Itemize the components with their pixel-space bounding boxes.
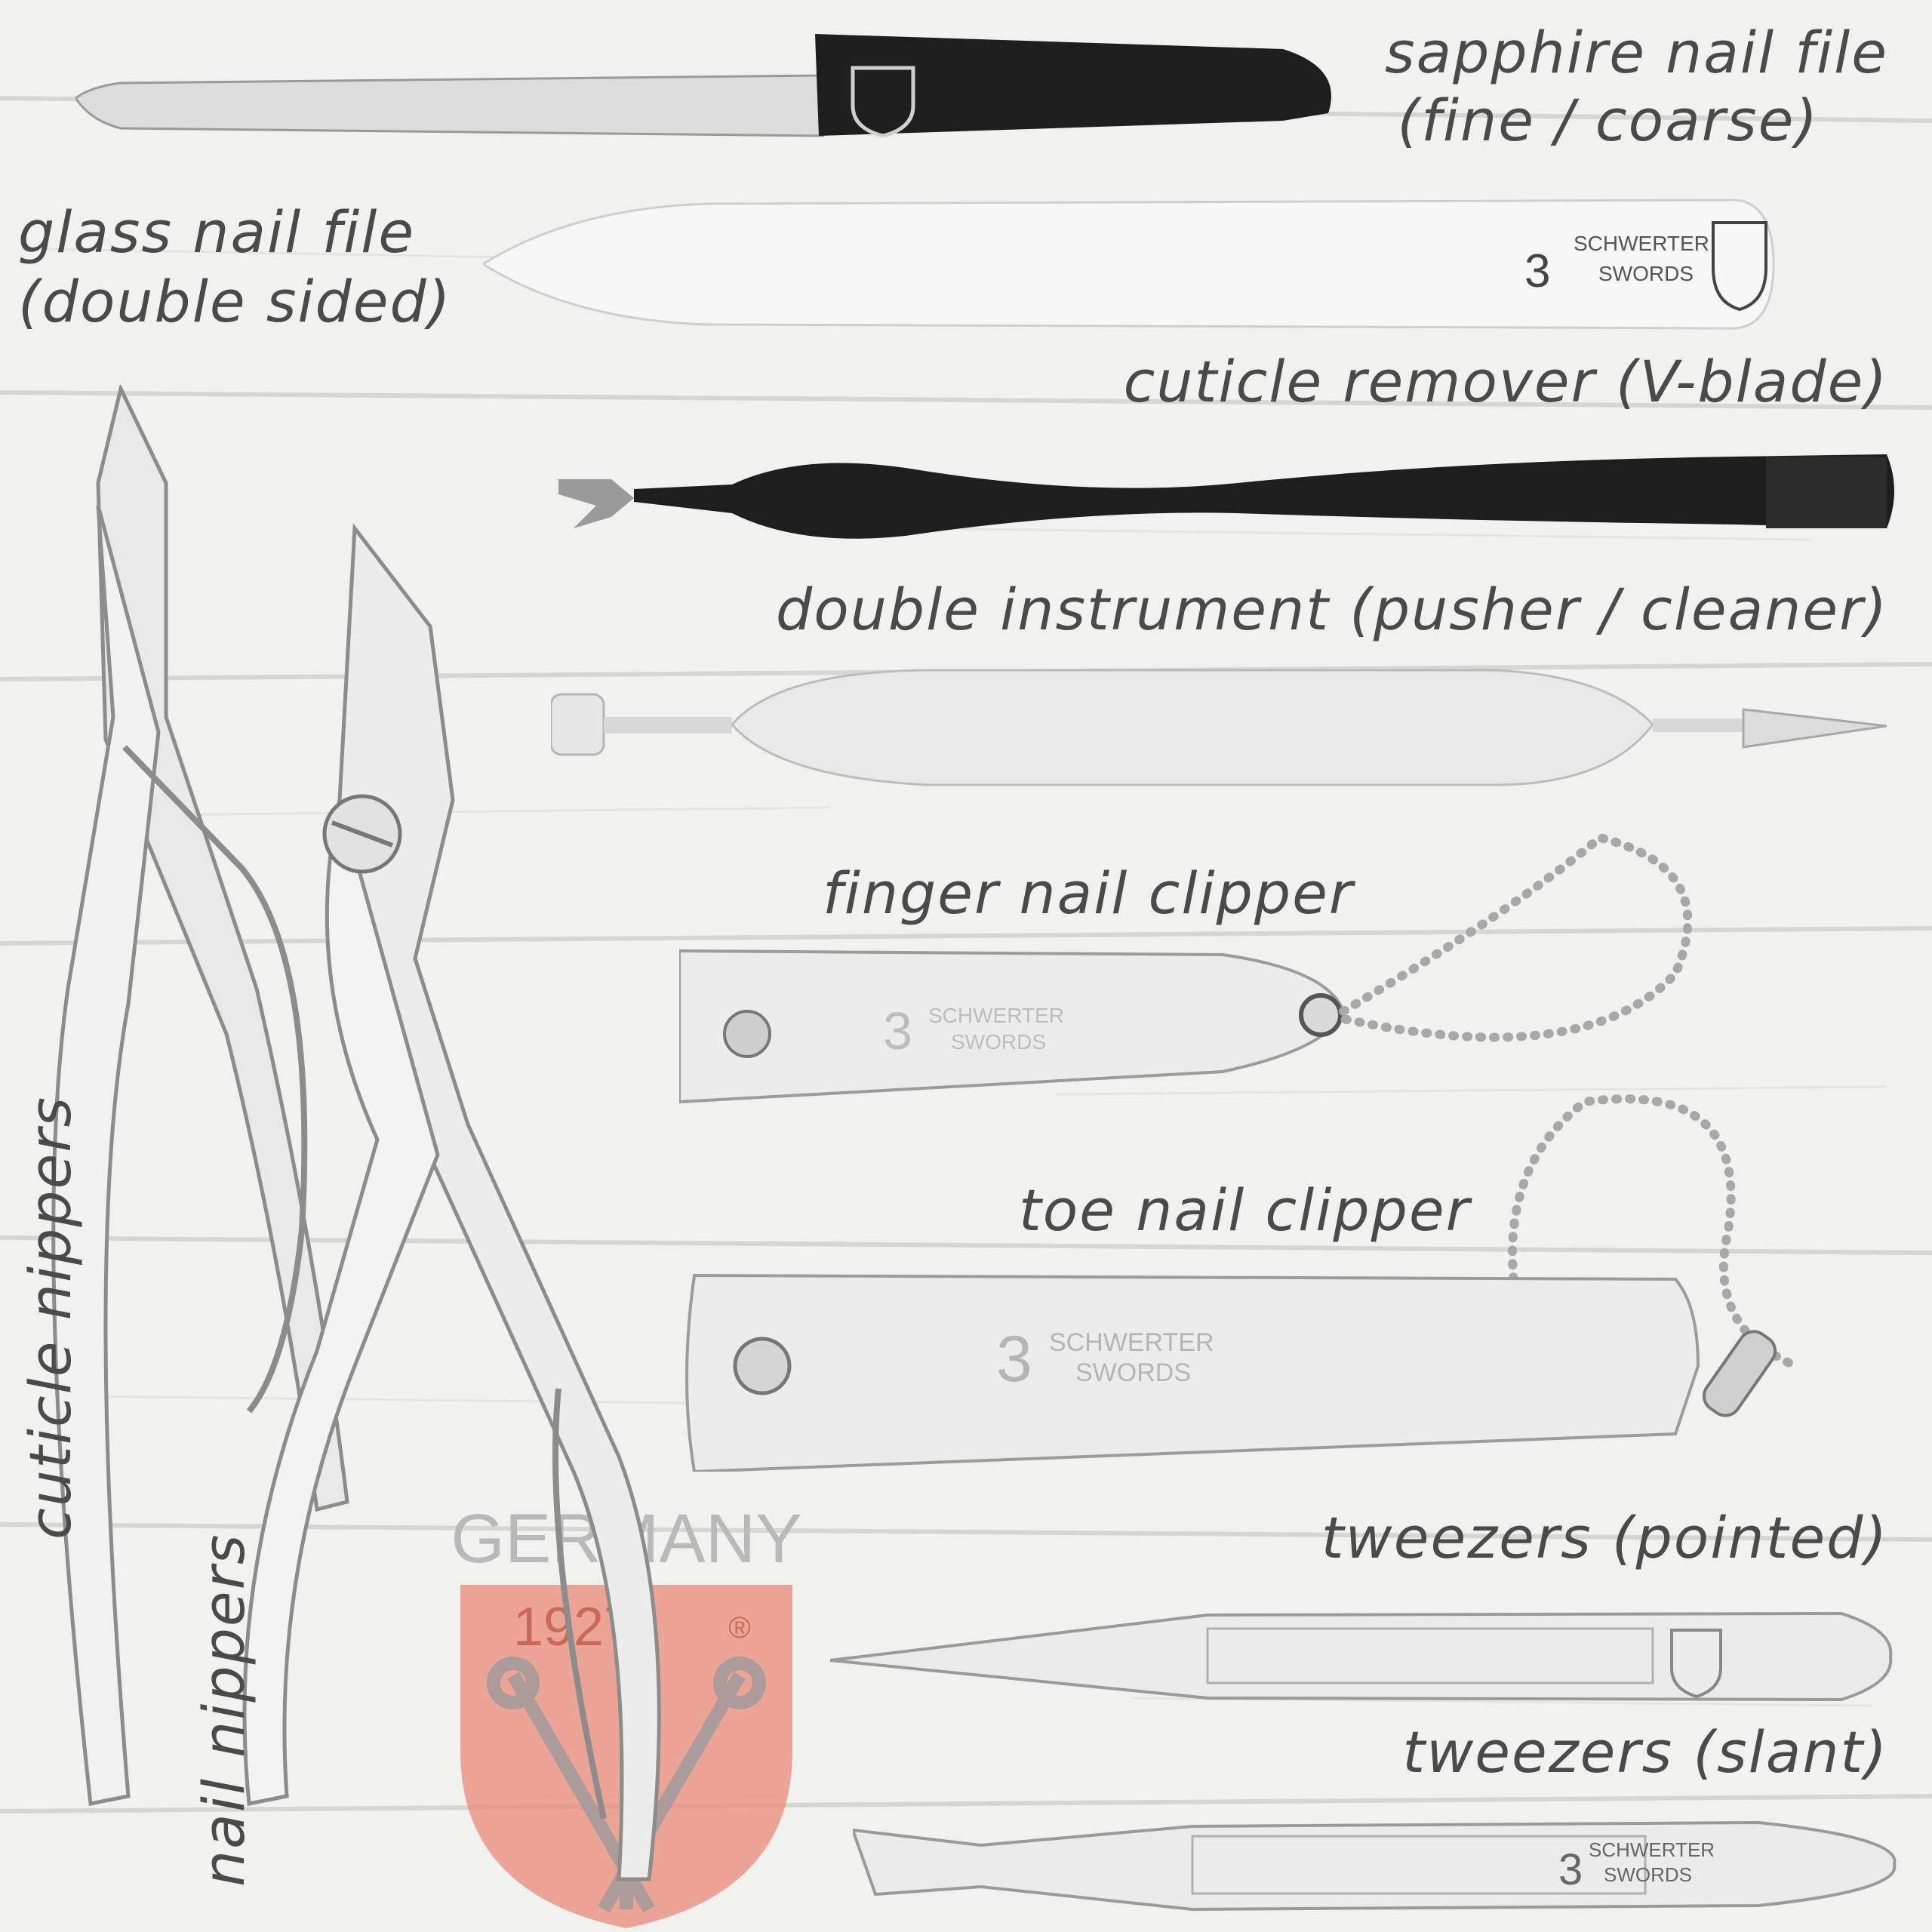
label-cuticle-nippers: cuticle nippers [17, 1095, 84, 1540]
toe-clipper-brand-numeral: 3 [996, 1323, 1032, 1395]
tweezers-slant: 3 SCHWERTER SWORDS [853, 1820, 1897, 1912]
glass-file-brand-numeral: 3 [1524, 245, 1550, 297]
ball-chain-loop [1508, 1094, 1801, 1371]
label-glass-nail-file-line1: glass nail file [18, 198, 416, 266]
cuticle-nippers [51, 385, 349, 1806]
tweezers-slant-brand-name-line2: SWORDS [1604, 1863, 1692, 1886]
glass-file-brand-name-line1: SCHWERTER [1574, 232, 1709, 255]
ball-chain-loop [1339, 832, 1693, 1042]
sapphire-nail-file [75, 34, 1331, 138]
tweezers-pointed [830, 1611, 1893, 1702]
finger-clipper-brand-name-line2: SWORDS [951, 1030, 1046, 1054]
label-finger-nail-clipper: finger nail clipper [823, 860, 1355, 927]
toe-nail-clipper: 3 SCHWERTER SWORDS [685, 1094, 1801, 1472]
label-glass-nail-file-line2: (double sided) [18, 268, 452, 335]
finger-clipper-brand-name-line1: SCHWERTER [928, 1004, 1064, 1027]
label-double-instrument: double instrument (pusher / cleaner) [776, 576, 1888, 643]
glass-nail-file: 3 SCHWERTER SWORDS [483, 198, 1775, 330]
label-tweezers-slant: tweezers (slant) [1402, 1718, 1888, 1786]
glass-file-brand-name-line2: SWORDS [1598, 262, 1694, 285]
label-tweezers-pointed: tweezers (pointed) [1321, 1504, 1888, 1571]
double-instrument-pusher-cleaner [551, 669, 1887, 786]
toe-clipper-brand-name-line2: SWORDS [1075, 1358, 1191, 1387]
finger-clipper-brand-numeral: 3 [883, 1001, 912, 1060]
brand-shield-icon [1712, 221, 1767, 312]
label-nail-nippers: nail nippers [190, 1533, 257, 1887]
brand-shield-icon [851, 66, 915, 138]
finger-nail-clipper: 3 SCHWERTER SWORDS [679, 832, 1693, 1104]
nail-nippers [242, 523, 661, 1881]
label-cuticle-remover: cuticle remover (V-blade) [1123, 348, 1888, 415]
logo-registered-mark: ® [728, 1611, 750, 1644]
label-sapphire-nail-file-line1: sapphire nail file [1385, 19, 1888, 86]
toe-clipper-brand-name-line1: SCHWERTER [1049, 1328, 1214, 1357]
label-sapphire-nail-file-line2: (fine / coarse) [1397, 87, 1819, 154]
tweezers-slant-brand-numeral: 3 [1558, 1845, 1583, 1894]
tweezers-slant-brand-name-line1: SCHWERTER [1589, 1838, 1715, 1861]
label-toe-nail-clipper: toe nail clipper [1019, 1177, 1471, 1244]
sapphire-file-handle [815, 34, 1331, 136]
cuticle-remover [558, 454, 1894, 539]
